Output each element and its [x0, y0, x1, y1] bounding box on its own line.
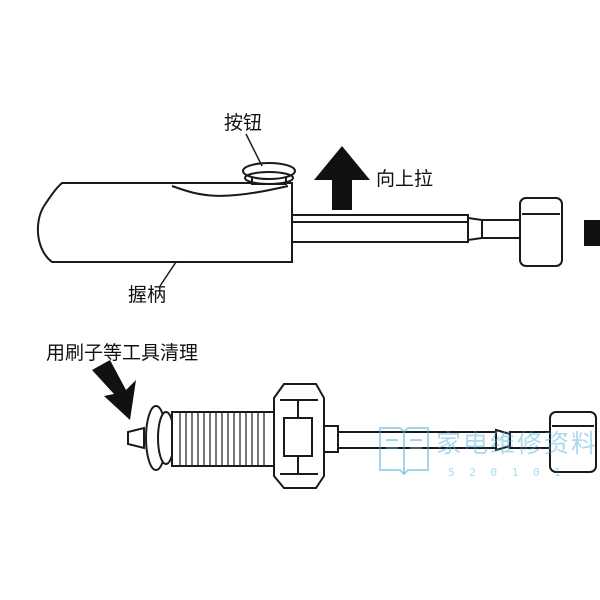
handle-assembly: [36, 162, 563, 267]
nozzle-assembly: [127, 383, 597, 489]
right-edge-block: [584, 220, 600, 246]
end-knob: [519, 197, 563, 267]
handle-label: 握柄: [128, 284, 167, 306]
watermark-subtext: 5 2 0 1 0 1: [448, 466, 565, 479]
pull-up-label: 向上拉: [376, 168, 434, 190]
nozzle-tip: [127, 426, 145, 450]
threaded-body: [171, 411, 275, 467]
button-leader: [245, 133, 263, 167]
threads: [179, 412, 265, 466]
watermark-book-icon: [379, 427, 429, 476]
release-button: [242, 162, 296, 185]
handle-body: [36, 182, 293, 263]
rod-tip: [467, 216, 483, 242]
diagonal-arrow: [92, 360, 136, 420]
watermark-text: 家电维修资料: [436, 429, 599, 458]
clean-with-tools-label: 用刷子等工具清理: [46, 342, 199, 364]
rod: [291, 214, 469, 243]
handle-leader: [159, 261, 177, 287]
button-label: 按钮: [224, 112, 263, 134]
handle-seam: [171, 185, 289, 197]
up-arrow: [314, 146, 370, 210]
